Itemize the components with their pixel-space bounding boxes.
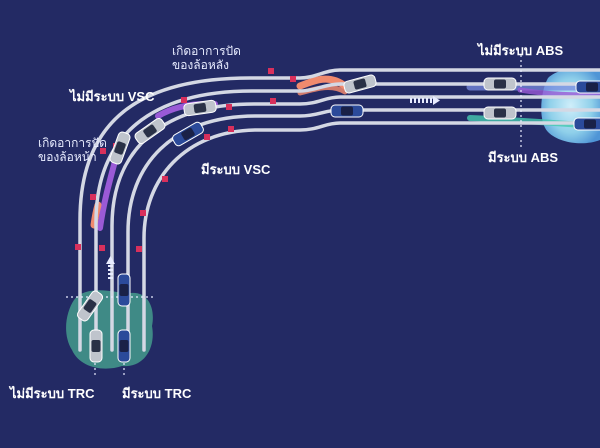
rear-skid-line-1: เกิดอาการปัด xyxy=(172,44,241,58)
road-inner xyxy=(142,121,600,352)
front-skid-line-1: เกิดอาการปัด xyxy=(38,136,107,150)
road-second xyxy=(94,82,600,352)
ice-patch xyxy=(541,68,600,144)
no-vsc-label: ไม่มีระบบ VSC xyxy=(70,89,155,104)
road-outer xyxy=(78,68,600,352)
car-front-skid xyxy=(109,131,131,165)
trc-direction-arrow xyxy=(106,256,115,279)
no-trc-label: ไม่มีระบบ TRC xyxy=(10,386,95,401)
road-fourth xyxy=(126,108,600,352)
direction-arrows xyxy=(106,96,440,279)
car-no-abs-1 xyxy=(483,77,517,91)
car-no-vsc-curve-2 xyxy=(134,117,166,145)
car-trc xyxy=(117,329,131,363)
car-no-trc xyxy=(89,329,103,363)
abs-direction-arrow xyxy=(410,96,440,105)
reference-lines xyxy=(66,55,522,376)
abs-purple-trail xyxy=(517,87,600,98)
road-lines xyxy=(78,68,600,352)
trc-label: มีระบบ TRC xyxy=(122,386,192,401)
car-vsc-curve xyxy=(172,121,204,147)
cars xyxy=(76,74,600,363)
no-abs-label: ไม่มีระบบ ABS xyxy=(478,43,564,58)
front-skid-label: เกิดอาการปัด ของล้อหน้า xyxy=(38,136,107,165)
car-trc-forward xyxy=(117,273,131,307)
car-vsc-rear-skid xyxy=(343,74,377,94)
car-no-trc-slide xyxy=(76,290,104,322)
abs-label: มีระบบ ABS xyxy=(488,150,559,165)
car-no-abs-2 xyxy=(575,80,600,94)
car-vsc-straight xyxy=(330,104,364,118)
car-abs-1 xyxy=(483,106,517,120)
front-skid-line-2: ของล้อหน้า xyxy=(38,150,97,165)
vsc-label: มีระบบ VSC xyxy=(201,162,271,177)
rear-skid-line-2: ของล้อหลัง xyxy=(172,58,229,73)
rear-skid-label: เกิดอาการปัด ของล้อหลัง xyxy=(172,44,241,73)
car-abs-2 xyxy=(573,117,600,131)
car-no-vsc-curve xyxy=(183,99,217,117)
